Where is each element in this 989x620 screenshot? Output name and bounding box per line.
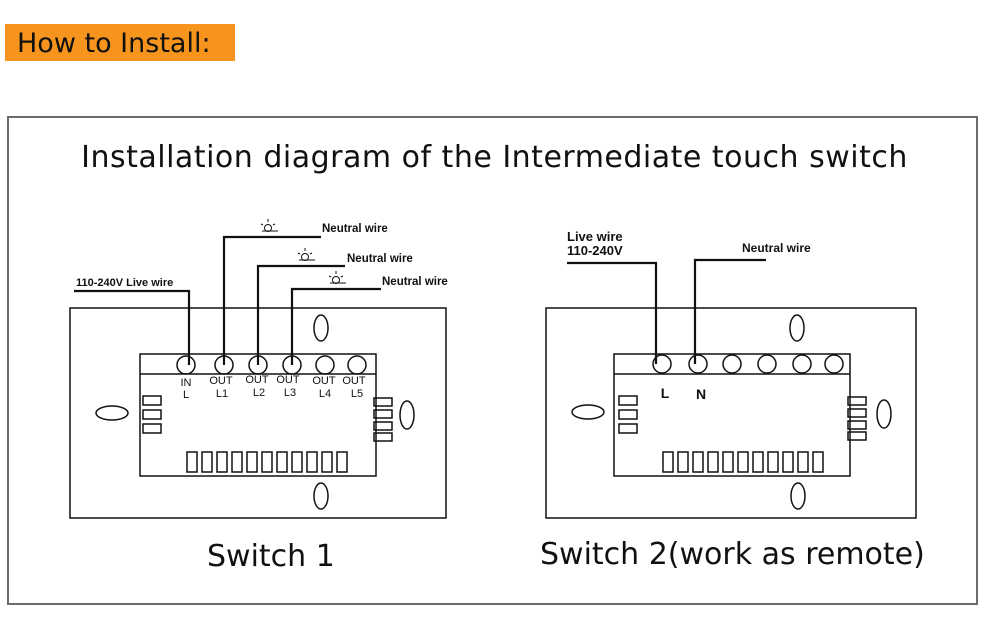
neutral-wire-label-2: Neutral wire <box>347 253 413 265</box>
switch-2-live-wire-label: Live wire <box>567 229 623 244</box>
terminal-l2-top: OUT <box>245 374 269 386</box>
diagram-title: Installation diagram of the Intermediate… <box>81 140 908 175</box>
terminal-l4-bottom: L4 <box>319 388 331 400</box>
terminal-l5-top: OUT <box>342 375 366 387</box>
switch-2-terminal-n: N <box>696 386 706 402</box>
switch-2-plate <box>545 307 917 519</box>
switch-1-caption: Switch 1 <box>207 539 335 574</box>
terminal-labels: IN L OUT L1 OUT L2 OUT L3 OUT L4 OUT L5 <box>181 374 366 401</box>
terminal-l4-top: OUT <box>312 375 336 387</box>
neutral-wire-label-3: Neutral wire <box>382 276 448 288</box>
switch-2-caption: Switch 2(work as remote) <box>540 537 925 572</box>
terminal-l3-top: OUT <box>276 374 300 386</box>
switch-2-voltage-label: 110-240V <box>567 243 623 258</box>
lamp-icon <box>328 271 346 284</box>
neutral-wire-label-1: Neutral wire <box>322 223 388 235</box>
terminal-l5-bottom: L5 <box>351 388 363 400</box>
terminal-in-top: IN <box>181 377 192 389</box>
switch-1-wires <box>74 235 381 365</box>
terminal-l1-top: OUT <box>209 375 233 387</box>
terminal-l1-bottom: L1 <box>216 388 228 400</box>
switch-2-wires <box>567 258 766 364</box>
terminal-l3-bottom: L3 <box>284 387 296 399</box>
diagram-frame <box>7 116 978 605</box>
lamp-icon <box>260 219 278 232</box>
terminal-l2-bottom: L2 <box>253 387 265 399</box>
switch-2-neutral-wire-label: Neutral wire <box>742 241 811 255</box>
lamp-icon <box>297 248 315 261</box>
supply-live-wire-label: 110-240V Live wire <box>76 277 173 289</box>
terminal-in-bottom: L <box>183 389 189 401</box>
how-to-install-badge: How to Install: <box>5 24 235 61</box>
section-heading: How to Install: <box>17 28 211 59</box>
switch-2-terminal-l: L <box>661 385 670 401</box>
